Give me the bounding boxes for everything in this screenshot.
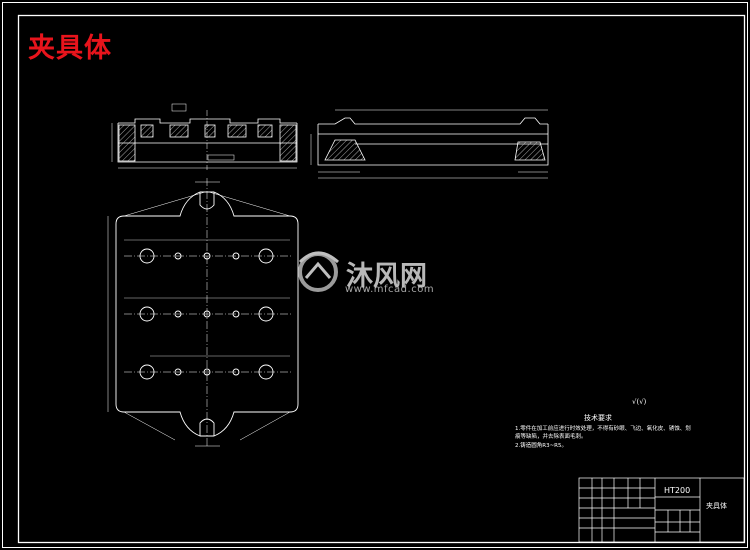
part-name-label: 夹具体 bbox=[706, 502, 727, 510]
plan-view bbox=[107, 178, 299, 448]
drawing-title: 夹具体 bbox=[28, 33, 112, 64]
tech-req-line: 2.铸造圆角R3~R5。 bbox=[515, 443, 567, 449]
watermark-url: www.mfcad.com bbox=[345, 284, 435, 295]
roughness-note: √(√) bbox=[632, 398, 647, 406]
tech-req-line: 1.零件在加工前应进行时效处理，不得有砂眼、飞边、氧化皮、锈蚀、划 bbox=[515, 426, 691, 432]
side-section-view bbox=[310, 109, 549, 179]
tech-req-title: 技术要求 bbox=[584, 414, 612, 422]
tech-req-line: 痕等缺陷，并去除表面毛刺。 bbox=[515, 434, 587, 440]
material-label: HT200 bbox=[664, 486, 691, 495]
title-block bbox=[578, 477, 745, 543]
watermark-logo bbox=[298, 251, 340, 292]
watermark-text: 沐风网 bbox=[346, 261, 427, 292]
inner-frame bbox=[17, 14, 746, 544]
front-section-view bbox=[111, 103, 298, 170]
